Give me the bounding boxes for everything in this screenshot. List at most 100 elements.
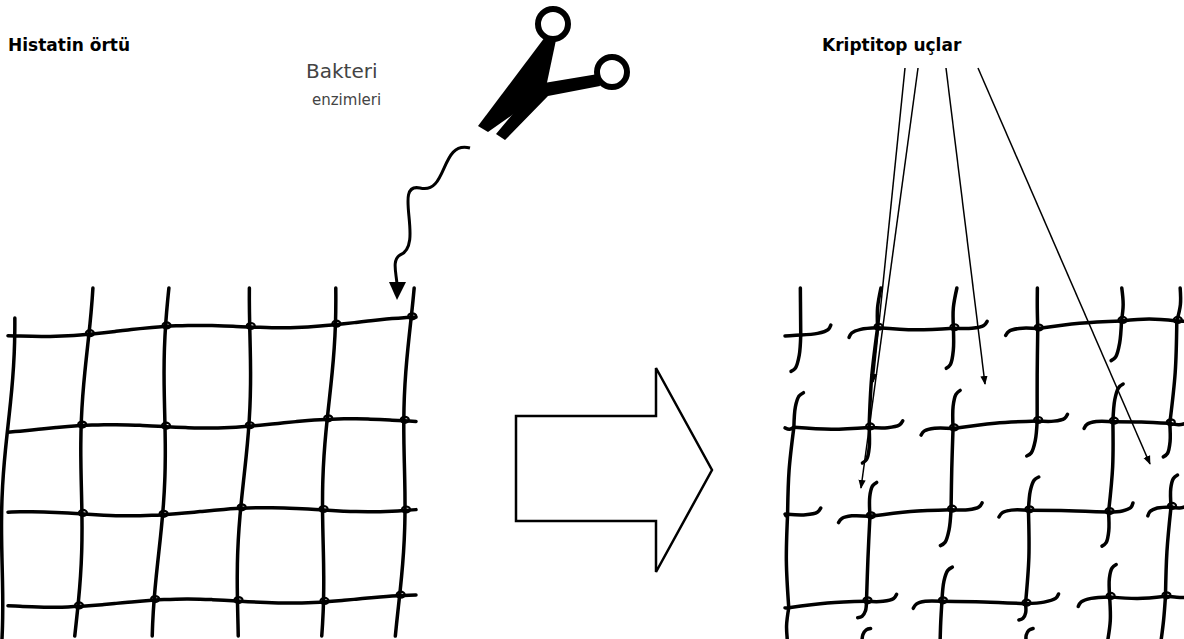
net-strand xyxy=(1035,328,1039,420)
net-strand xyxy=(1165,507,1171,596)
net-strand xyxy=(787,608,789,639)
net-knot xyxy=(162,423,170,429)
net-knot xyxy=(332,321,340,327)
net-knot xyxy=(401,417,409,423)
broken-net xyxy=(785,288,1184,639)
net-strand xyxy=(786,514,788,607)
net-strand xyxy=(8,317,416,336)
net-knot xyxy=(321,598,329,604)
net-strand xyxy=(951,428,953,509)
net-strand xyxy=(8,419,416,432)
broken-end xyxy=(801,325,831,335)
broken-end xyxy=(921,428,953,435)
broken-end xyxy=(913,601,942,608)
net-knot xyxy=(78,422,86,428)
net-knot xyxy=(1168,503,1176,509)
net-strand xyxy=(1107,597,1110,639)
net-knot xyxy=(234,597,242,603)
net-strand xyxy=(866,516,869,601)
broken-end xyxy=(999,510,1028,517)
transition-arrow xyxy=(516,368,712,572)
broken-end xyxy=(953,390,960,428)
net-knot xyxy=(1025,506,1033,512)
broken-end xyxy=(1027,421,1037,456)
net-strand xyxy=(870,510,951,517)
broken-end xyxy=(794,393,804,428)
net-strand xyxy=(1038,321,1122,329)
net-strand xyxy=(2,318,15,639)
net-strand xyxy=(940,601,942,639)
leader-lines xyxy=(861,68,1150,488)
net-strand xyxy=(1122,319,1177,321)
broken-end xyxy=(862,629,871,639)
net-strand xyxy=(1036,288,1040,328)
net-knot xyxy=(867,512,875,518)
net-knot xyxy=(75,602,83,608)
net-strand xyxy=(1161,596,1166,639)
net-strand xyxy=(75,288,93,636)
net-strand xyxy=(1110,596,1166,598)
region-label: Kriptitop uçlar xyxy=(822,36,961,56)
net-knot xyxy=(151,596,159,602)
net-knot xyxy=(1119,317,1127,323)
broken-end xyxy=(1078,597,1109,607)
region-label: Histatin örtü xyxy=(8,36,130,56)
net-knot xyxy=(1167,419,1175,425)
net-knot xyxy=(320,506,328,512)
net-strand xyxy=(1026,510,1030,603)
broken-end xyxy=(946,328,953,368)
net-strand xyxy=(1113,422,1170,424)
net-strand xyxy=(785,333,801,337)
net-strand xyxy=(799,288,803,335)
net-strand xyxy=(1028,510,1108,512)
net-strand xyxy=(322,288,336,636)
net-strand xyxy=(1170,321,1177,423)
enzyme-line xyxy=(395,147,470,284)
net-knot xyxy=(1162,592,1170,598)
broken-end xyxy=(940,510,951,546)
net-strand xyxy=(794,427,869,429)
broken-end xyxy=(1148,507,1171,516)
net-strand xyxy=(395,288,414,636)
net-strand xyxy=(942,601,1026,603)
net-knot xyxy=(402,506,410,512)
scissors-icon xyxy=(478,9,627,140)
broken-end xyxy=(1111,321,1121,361)
net-strand xyxy=(953,421,1037,428)
net-strand xyxy=(1109,422,1113,512)
net-strand xyxy=(878,328,954,330)
net-knot xyxy=(247,323,255,329)
broken-end xyxy=(942,567,952,601)
broken-end xyxy=(788,508,821,515)
net-strand xyxy=(1171,506,1184,509)
net-knot xyxy=(246,422,254,428)
net-knot xyxy=(1174,317,1182,323)
net-knot xyxy=(863,597,871,603)
net-knot xyxy=(1035,324,1043,330)
net-strand xyxy=(789,601,867,607)
net-strand xyxy=(8,508,416,516)
net-knot xyxy=(324,415,332,421)
net-knot xyxy=(160,511,168,517)
broken-end xyxy=(1006,328,1038,335)
broken-end xyxy=(838,516,869,523)
net-knot xyxy=(1023,600,1031,606)
net-strand xyxy=(953,288,957,328)
broken-end xyxy=(849,328,878,338)
broken-end xyxy=(1102,512,1109,546)
intact-net xyxy=(2,288,417,639)
net-knot xyxy=(950,324,958,330)
net-strand xyxy=(8,595,416,607)
net-knot xyxy=(1106,508,1114,514)
broken-end xyxy=(1084,421,1113,428)
net-knot xyxy=(79,510,87,516)
net-strand xyxy=(152,288,169,636)
net-knot xyxy=(238,504,246,510)
arrow-head xyxy=(389,282,406,300)
net-strand xyxy=(237,288,250,636)
enzyme-label: Bakteri xyxy=(306,60,377,83)
net-knot xyxy=(86,330,94,336)
net-knot xyxy=(1110,418,1118,424)
broken-end xyxy=(1026,629,1033,639)
